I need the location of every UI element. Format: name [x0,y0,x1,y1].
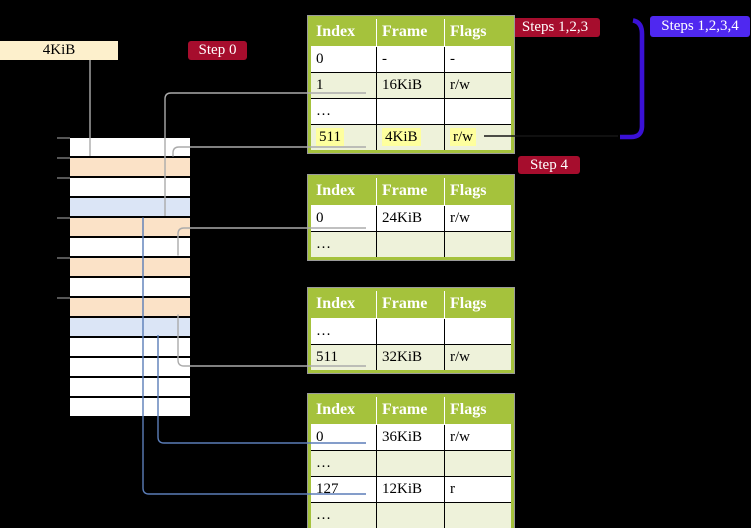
table-cell [376,98,445,125]
table-cell: r/w [444,205,513,232]
table-cell: 24KiB [376,205,445,232]
table-cell [444,318,513,345]
column-header: Frame [376,17,445,47]
table-cell: - [376,46,445,73]
table-cell [376,450,445,477]
memory-stack [70,138,190,418]
table-cell: - [444,46,513,73]
table-cell: 0 [309,424,377,451]
steps1234-badge: Steps 1,2,3,4 [650,16,750,37]
table-cell [444,450,513,477]
table-cell: 16KiB [376,72,445,99]
table-cell: 511 [309,344,377,372]
memory-frame-row [70,238,190,256]
column-header: Frame [376,289,445,319]
table-cell: … [309,98,377,125]
recursive-loop-arrow [620,18,645,140]
memory-frame-row [70,398,190,416]
table-cell: r/w [444,72,513,99]
step4-badge: Step 4 [518,156,580,174]
table-row: … [309,502,513,528]
table-cell: r [444,476,513,503]
table-cell: 511 [309,124,377,152]
memory-frame-row [70,338,190,356]
memory-frame-row [70,278,190,296]
memory-frame-row [70,298,190,316]
frame-size-label: 4KiB [0,41,118,60]
table-cell [444,502,513,528]
table-cell [376,318,445,345]
steps123-badge: Steps 1,2,3 [510,18,600,37]
table-cell: 1 [309,72,377,99]
column-header: Flags [444,176,513,206]
table-cell: 127 [309,476,377,503]
table-row: 0-- [309,46,513,73]
table-cell: 32KiB [376,344,445,372]
memory-frame-row [70,378,190,396]
table-cell [444,231,513,259]
table-cell: … [309,502,377,528]
column-header: Flags [444,289,513,319]
table-cell: 0 [309,205,377,232]
table-cell: 0 [309,46,377,73]
table-row: … [309,231,513,259]
column-header: Flags [444,17,513,47]
step0-badge: Step 0 [188,41,247,60]
table-cell: … [309,450,377,477]
table-cell [444,98,513,125]
table-cell: r/w [444,124,513,152]
table-cell: … [309,231,377,259]
table-row: … [309,98,513,125]
table-cell: 4KiB [376,124,445,152]
column-header: Index [309,395,377,425]
table-cell: r/w [444,344,513,372]
table-cell [376,231,445,259]
column-header: Flags [444,395,513,425]
memory-frame-row [70,318,190,336]
memory-frame-row [70,138,190,156]
memory-frame-row [70,218,190,236]
table-row: … [309,318,513,345]
memory-frame-row [70,358,190,376]
table-cell: 12KiB [376,476,445,503]
address-tick-marks [57,137,70,299]
memory-frame-row [70,178,190,196]
table-row: … [309,450,513,477]
table-cell: r/w [444,424,513,451]
memory-frame-row [70,198,190,216]
column-header: Index [309,289,377,319]
column-header: Index [309,176,377,206]
table-cell: 36KiB [376,424,445,451]
table-cell: … [309,318,377,345]
column-header: Frame [376,176,445,206]
memory-frame-row [70,258,190,276]
column-header: Index [309,17,377,47]
memory-frame-row [70,158,190,176]
column-header: Frame [376,395,445,425]
table-cell [376,502,445,528]
